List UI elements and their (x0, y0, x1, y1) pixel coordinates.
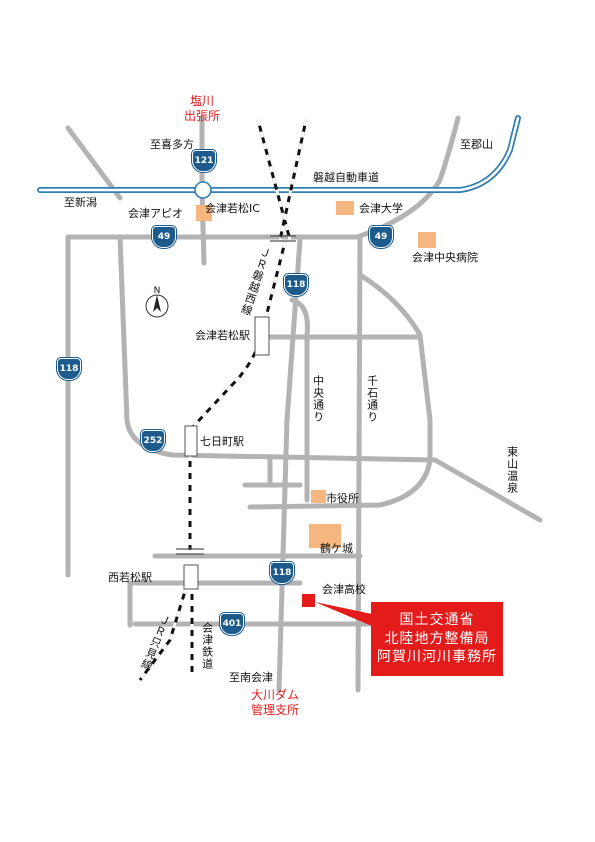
track-bridges (176, 235, 296, 555)
station-box-nanokamachi (184, 425, 198, 457)
to-kitakata-label: 至喜多方 (150, 138, 194, 151)
office-marker (302, 594, 315, 607)
road-east-loop (247, 272, 433, 510)
interchange-marker (194, 181, 212, 199)
north-label: N (154, 286, 161, 296)
building-city-hall (311, 490, 326, 503)
office-line-2: 北陸地方整備局 (384, 630, 490, 647)
railways (138, 119, 308, 681)
office-pointer (315, 602, 372, 626)
route-118-shield-west: 118 (57, 358, 81, 380)
tsurugajo-label: 鶴ケ城 (320, 542, 353, 555)
road-route-252 (117, 234, 543, 523)
north-arrow-icon: N (145, 286, 169, 318)
station-box-nishiwakamatsu (183, 564, 199, 590)
aizu-chuo-hospital-label: 会津中央病院 (412, 251, 478, 264)
shiokawa-office-label: 塩川出張所 (184, 94, 221, 123)
building-aizu-univ (336, 201, 354, 215)
office-line-1: 国土交通省 (399, 612, 475, 629)
route-121-shield: 121 (192, 150, 216, 172)
buildings (196, 201, 436, 548)
route-118-shield-south: 118 (270, 562, 294, 584)
aizu-high-school-label: 会津高校 (322, 583, 366, 596)
building-apio (196, 205, 212, 221)
route-252-shield: 252 (141, 430, 165, 452)
to-niigata-label: 至新潟 (64, 196, 97, 209)
to-koriyama-label: 至郡山 (460, 138, 493, 151)
route-401-shield: 401 (220, 613, 244, 635)
office-callout-box: 国土交通省 北陸地方整備局 阿賀川河川事務所 (371, 602, 503, 676)
aizu-university-label: 会津大学 (359, 202, 403, 215)
route-118-shield-north: 118 (284, 274, 308, 296)
road-ne-koriyama (357, 115, 461, 239)
route-49-shield-east: 49 (369, 226, 393, 248)
chuo-dori-label: 中央通り (311, 375, 325, 423)
city-hall-label: 市役所 (326, 492, 359, 505)
okawa-dam-office-label: 大川ダム管理支所 (251, 688, 300, 717)
nishiwakamatsu-station-label: 西若松駅 (108, 571, 152, 584)
station-box-aizuwakamatsu (254, 316, 270, 356)
route-49-shield-west: 49 (152, 226, 176, 248)
expressway (37, 115, 521, 199)
building-tsurugajo (309, 524, 341, 548)
aizuwakamatsu-ic-label: 会津若松IC (205, 202, 260, 215)
aizuwakamatsu-station-label: 会津若松駅 (195, 329, 250, 342)
chigoku-dori-label: 千石通り (365, 375, 379, 423)
to-minami-aizu-label: 至南会津 (229, 671, 273, 684)
office-line-3: 阿賀川河川事務所 (377, 649, 497, 666)
nanokamachi-station-label: 七日町駅 (200, 435, 244, 448)
higashiyama-onsen-label: 東山温泉 (505, 446, 519, 494)
stations (183, 316, 270, 590)
aizu-tetsudo-label: 会津鉄道 (200, 622, 214, 670)
road-route-118-branch (289, 297, 310, 338)
building-hospital (418, 232, 436, 248)
apio-label: 会津アピオ (128, 207, 183, 220)
expressway-label: 磐越自動車道 (313, 171, 379, 184)
road-nw-diagonal (65, 125, 123, 201)
